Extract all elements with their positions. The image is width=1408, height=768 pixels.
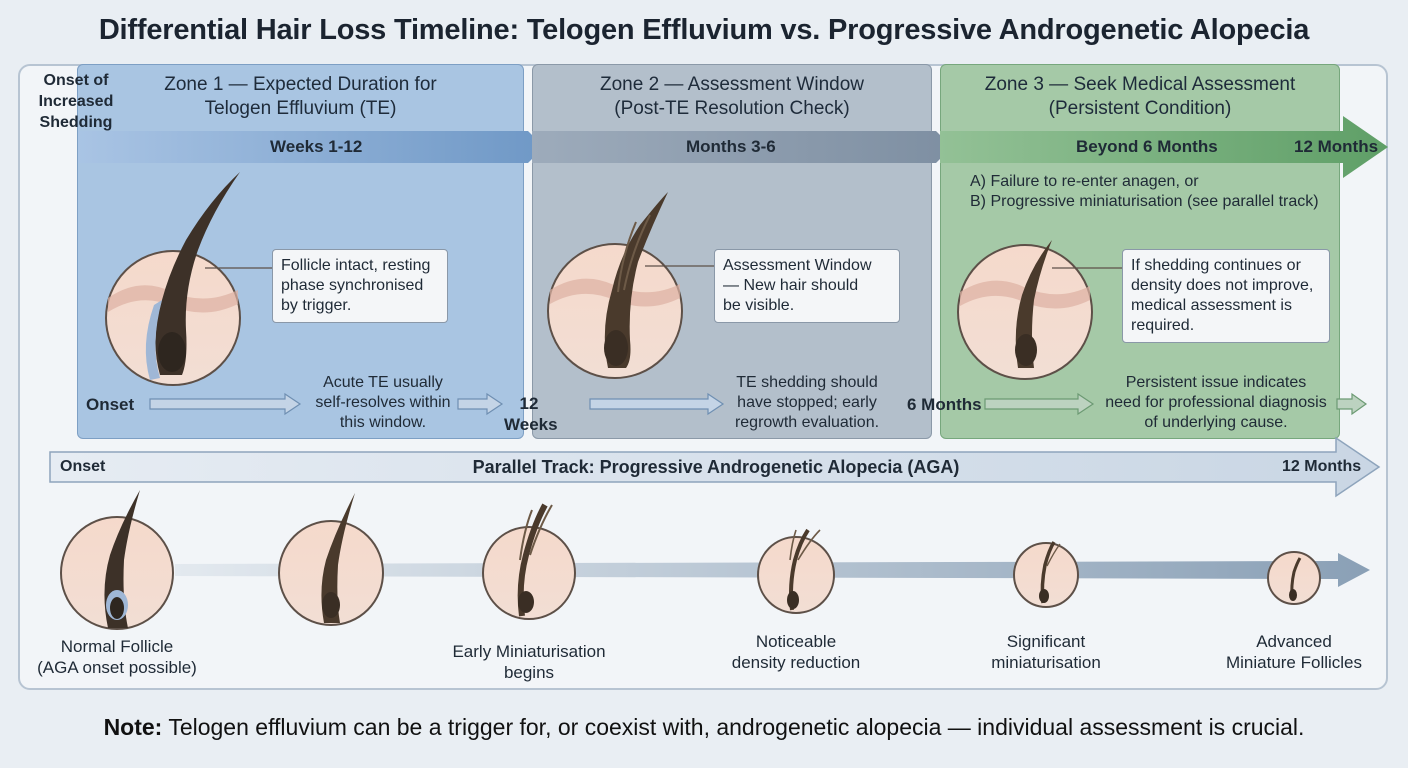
zone-3-title: Zone 3 — Seek Medical Assessment (Persis… [941,73,1339,121]
footer-note-text: Telogen effluvium can be a trigger for, … [162,714,1305,740]
callout-line: by trigger. [281,297,352,314]
aga-stage-3-label: Early Miniaturisation begins [429,641,629,683]
milestone-arrows [149,392,1368,416]
stage-label-line: begins [503,663,555,682]
stage-label-line: (AGA onset possible) [37,658,197,677]
callout-line: Follicle intact, resting [281,257,431,274]
note-line: regrowth evaluation. [734,414,880,431]
zone-3-arrow [940,116,1388,178]
note-line: Persistent issue indicates [1125,374,1307,391]
aga-stage-5-label: Significant miniaturisation [946,631,1146,673]
note-line: this window. [339,414,427,431]
onset-of-shedding-label: Onset of Increased Shedding [38,72,114,131]
zone-2-mid-arrow [589,392,725,416]
zone-3-follicle-illustration [957,240,1122,380]
twelve-weeks-milestone: 12 Weeks [504,393,558,435]
six-months-arrow [984,392,1095,416]
zone-3-title-line1: Zone 3 — Seek Medical Assessment [984,74,1296,95]
zone-1-title: Zone 1 — Expected Duration for Telogen E… [78,73,523,121]
parallel-track-title: Parallel Track: Progressive Androgenetic… [472,457,960,477]
note-line: need for professional diagnosis [1105,394,1327,411]
zone-2-title-line2: (Post-TE Resolution Check) [614,98,850,119]
zone-1-arrow-label: Weeks 1-12 [270,137,363,156]
note-line: TE shedding should [736,374,878,391]
zone-3-note: Persistent issue indicates need for prof… [1094,373,1338,433]
footer-note: Note: Telogen effluvium can be a trigger… [0,714,1408,741]
callout-line: If shedding continues or [1131,257,1301,274]
zone-1-callout: Follicle intact, resting phase synchroni… [272,249,448,323]
zone-1-arrow [78,131,544,163]
zone-2-note: TE shedding should have stopped; early r… [722,373,892,433]
top-timeline-arrow [78,116,1388,178]
zone-3-title-line2: (Persistent Condition) [1048,98,1232,119]
aga-stage-1-follicle [60,490,174,630]
zone-1-title-line2: Telogen Effluvium (TE) [204,98,397,119]
stage-label-line: density reduction [731,653,861,672]
footer-note-prefix: Note: [103,714,163,740]
criteria-a: A) Failure to re-enter anagen, or [970,173,1199,190]
zone-1-follicle-illustration [105,172,272,386]
six-months-milestone-label: 6 Months [907,395,982,414]
callout-line: be visible. [723,297,795,314]
aga-stage-6-follicle [1267,551,1321,605]
callout-line: required. [1131,317,1195,334]
callout-line: phase synchronised [281,277,424,294]
top-arrow-end-label: 12 Months [1294,137,1379,156]
aga-stage-1-label: Normal Follicle (AGA onset possible) [17,636,217,678]
zone-2-arrow-label: Months 3-6 [686,137,776,156]
criteria-b: B) Progressive miniaturisation (see para… [970,193,1319,210]
stage-label-line: Miniature Follicles [1225,653,1363,672]
callout-line: density does not improve, [1131,277,1314,294]
zone-3-arrow-label: Beyond 6 Months [1076,137,1218,156]
zone-2-title: Zone 2 — Assessment Window (Post-TE Reso… [533,73,931,121]
onset-arrow [149,392,302,416]
callout-line: Assessment Window [723,257,872,274]
aga-stage-5-follicle [1013,541,1079,608]
zone-3-criteria: A) Failure to re-enter anagen, or B) Pro… [970,172,1319,212]
zone-3-callout: If shedding continues or density does no… [1122,249,1330,343]
stage-label-line: Noticeable [755,632,837,651]
twelve-weeks-number: 12 [519,394,539,413]
zone-2-arrow [532,131,952,163]
track-end-label: 12 Months [1282,458,1362,475]
aga-stage-6-label: Advanced Miniature Follicles [1194,631,1394,673]
zone-2-title-line1: Zone 2 — Assessment Window [600,74,864,95]
note-line: have stopped; early [737,394,877,411]
aga-stage-4-follicle [757,528,835,614]
note-line: self-resolves within [315,394,451,411]
zone-3-end-arrow [1336,392,1368,416]
note-line: of underlying cause. [1144,414,1288,431]
parallel-track-arrow [49,436,1381,498]
track-onset-label: Onset [60,458,106,475]
stage-label-line: Normal Follicle [60,637,174,656]
callout-line: medical assessment is [1131,297,1292,314]
diagram-title: Differential Hair Loss Timeline: Telogen… [98,14,1310,46]
te-window-arrow [457,392,504,416]
zone-1-note: Acute TE usually self-resolves within th… [298,373,468,433]
onset-milestone-label: Onset [86,395,135,414]
stage-label-line: Significant [1006,632,1086,651]
stage-label-line: Early Miniaturisation [452,642,606,661]
zone-2-follicle-illustration [547,192,716,379]
stage-label-line: Advanced [1256,632,1332,651]
stage-label-line: miniaturisation [991,653,1101,672]
zone-2-callout: Assessment Window — New hair should be v… [714,249,900,323]
note-line: Acute TE usually [323,374,443,391]
aga-stage-2-follicle [278,493,384,626]
aga-stage-3-follicle [482,503,576,620]
callout-line: — New hair should [723,277,859,294]
zone-1-title-line1: Zone 1 — Expected Duration for [164,74,437,95]
aga-stage-4-label: Noticeable density reduction [696,631,896,673]
twelve-weeks-unit: Weeks [504,415,558,434]
